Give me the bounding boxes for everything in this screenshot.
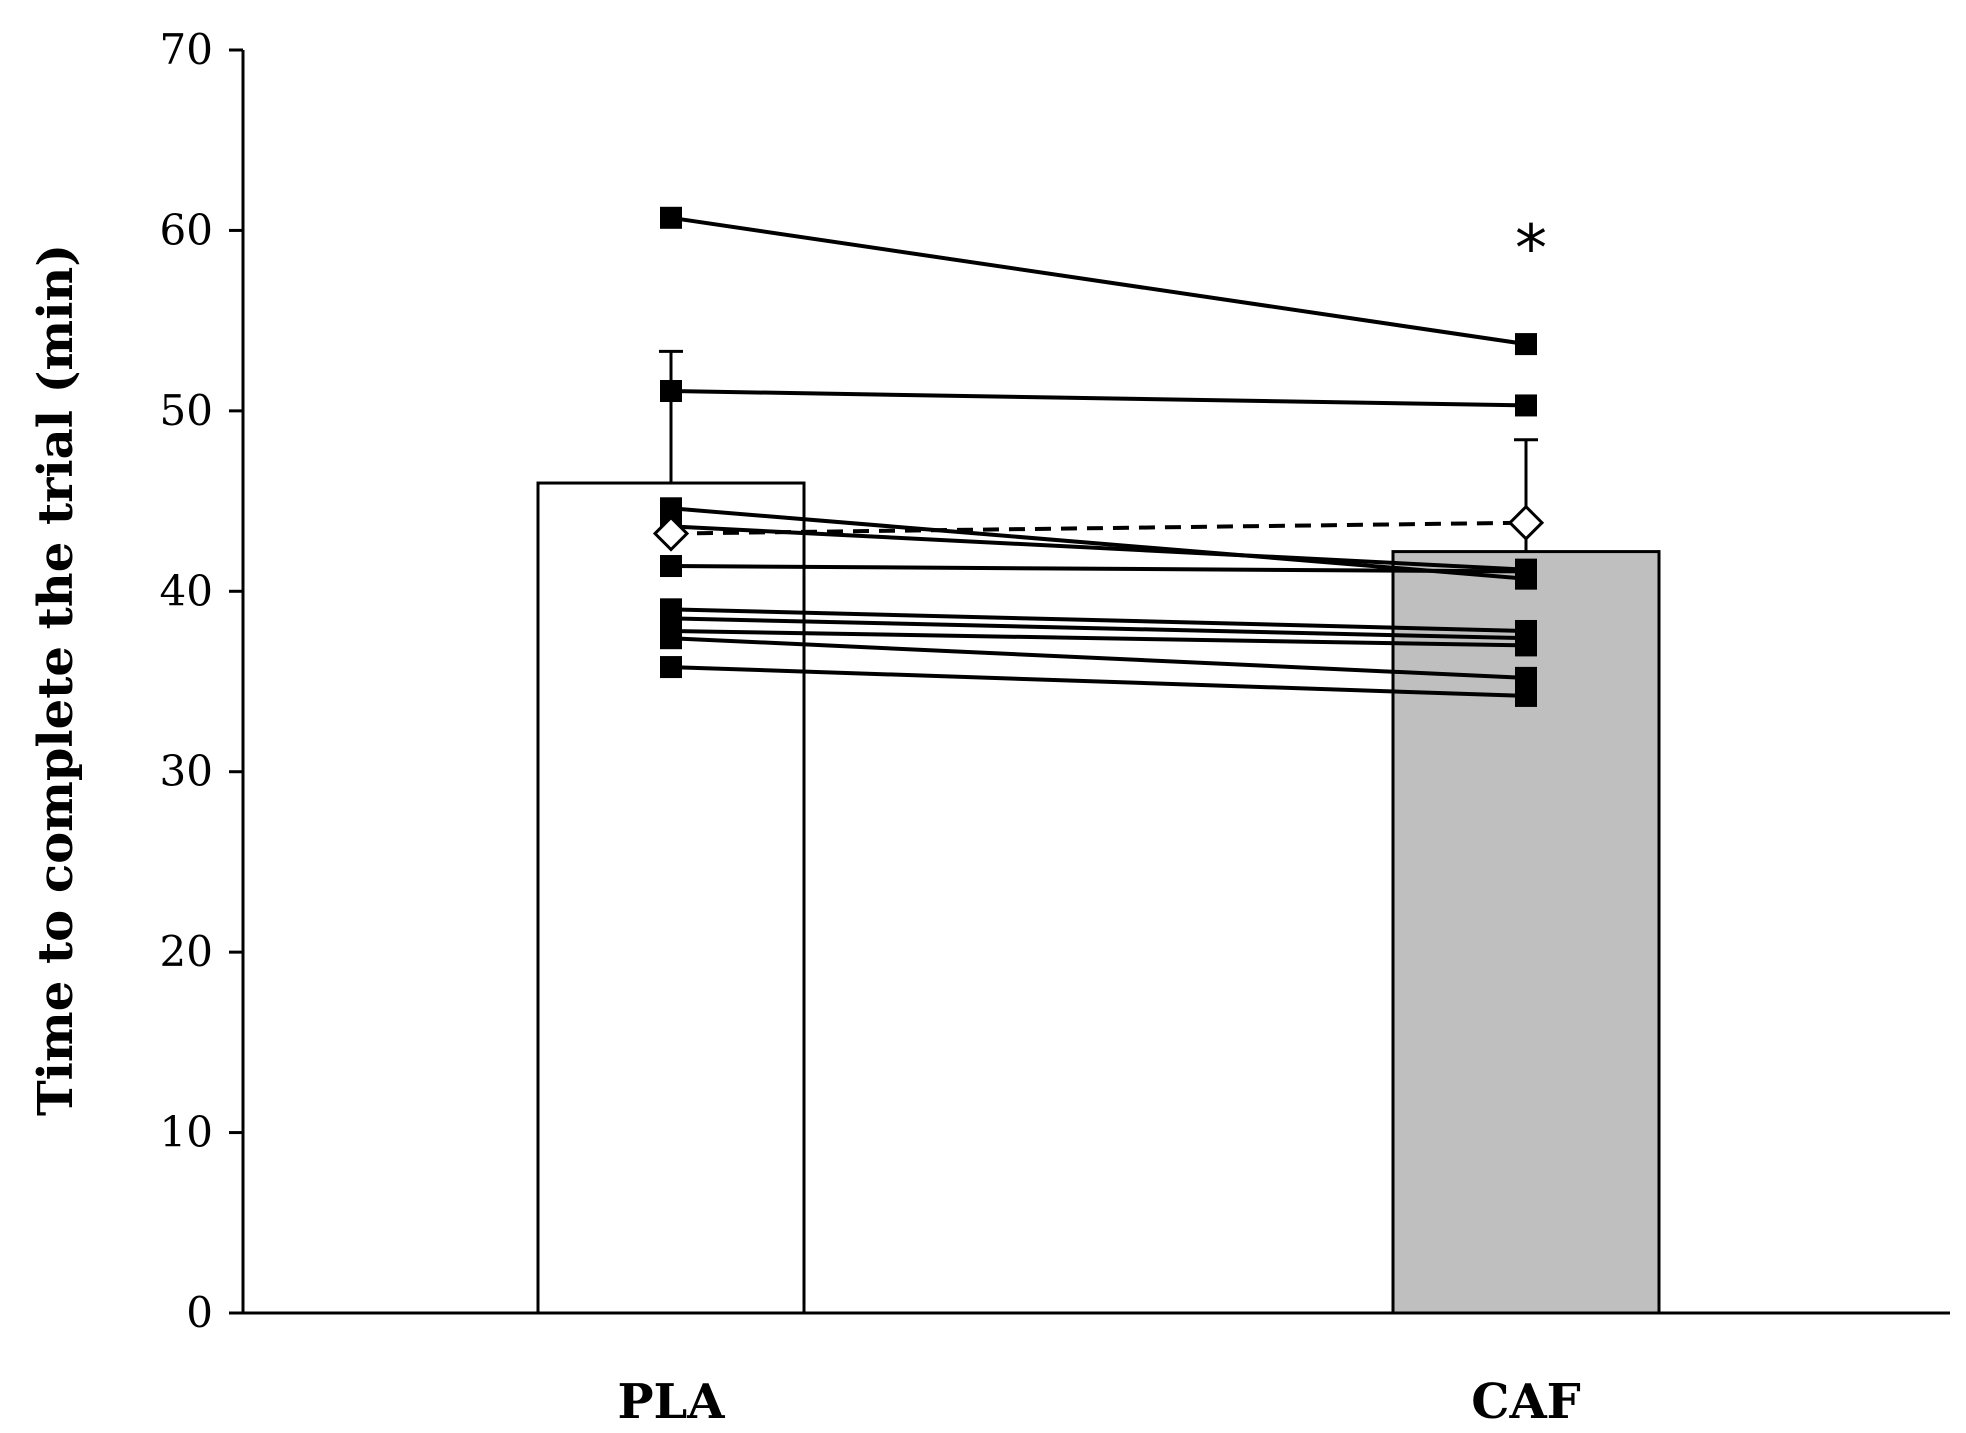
individual-lines-layer: [660, 206, 1537, 707]
series-marker-10-pla: [660, 656, 682, 679]
text-layer: Time to complete the trial (min) 0 10 20 30…: [28, 25, 1581, 1430]
y-tick-label-60: 60: [160, 205, 213, 254]
y-tick-label-0: 0: [186, 1288, 213, 1337]
series-line-5: [670, 564, 1527, 574]
mean-marker-pla: [652, 515, 690, 552]
series-line-9: [670, 636, 1527, 680]
series-marker-3-pla: [660, 497, 682, 520]
mean-line-layer: [652, 504, 1545, 552]
significance-annotation-1: *: [1515, 212, 1547, 286]
series-marker-2-caf: [1515, 394, 1537, 417]
series-marker-2-pla: [660, 380, 682, 403]
series-marker-8-caf: [1515, 634, 1537, 657]
series-line-3: [670, 506, 1527, 581]
bars-layer: [536, 481, 1661, 1315]
series-marker-1-caf: [1515, 333, 1537, 356]
x-tick-label-caf: CAF: [1471, 1374, 1581, 1430]
axes-layer: [229, 48, 1950, 1315]
series-line-7: [670, 616, 1527, 641]
y-tick-label-10: 10: [160, 1108, 213, 1157]
y-tick-label-40: 40: [160, 566, 213, 615]
series-line-8: [670, 628, 1527, 648]
series-line-6: [670, 607, 1527, 633]
series-marker-9-caf: [1515, 666, 1537, 689]
series-marker-5-pla: [660, 555, 682, 578]
series-line-10: [670, 665, 1527, 698]
series-marker-5-caf: [1515, 560, 1537, 583]
y-tick-label-30: 30: [160, 747, 213, 796]
series-marker-1-pla: [660, 206, 682, 229]
y-tick-label-50: 50: [160, 386, 213, 435]
bar-caf: [1391, 550, 1661, 1315]
mean-line: [670, 520, 1527, 536]
y-axis-title: Time to complete the trial (min): [28, 244, 84, 1116]
mean-marker-caf: [1507, 504, 1545, 541]
y-tick-label-20: 20: [160, 927, 213, 976]
series-line-2: [670, 389, 1527, 408]
series-marker-9-pla: [660, 627, 682, 650]
y-tick-label-70: 70: [160, 25, 213, 74]
series-marker-10-caf: [1515, 684, 1537, 707]
x-tick-label-pla: PLA: [617, 1374, 725, 1430]
series-line-1: [670, 215, 1527, 347]
